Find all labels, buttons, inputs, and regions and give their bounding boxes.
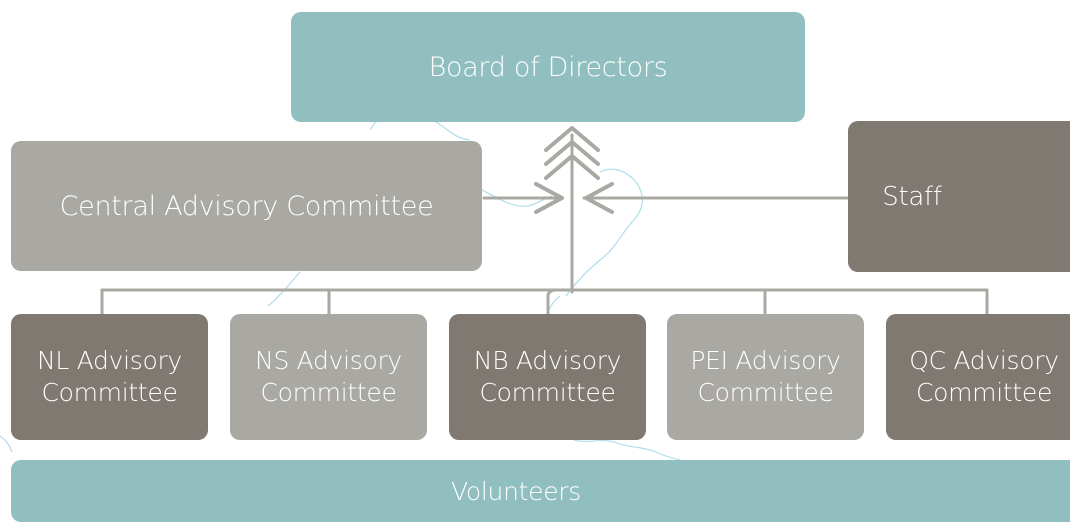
committee-line1: NL Advisory <box>37 346 182 375</box>
up-arrow-2 <box>544 140 600 166</box>
board-of-directors-box: Board of Directors <box>291 12 805 122</box>
left-arrow <box>584 182 614 214</box>
committee-line2: Committee <box>479 378 616 407</box>
committee-line1: QC Advisory <box>909 346 1059 375</box>
ns-advisory-committee-box: NS Advisory Committee <box>230 314 427 440</box>
volunteers-box: Volunteers <box>11 460 1070 522</box>
qc-advisory-committee-box: QC Advisory Committee <box>886 314 1070 440</box>
staff-label: Staff <box>882 181 942 212</box>
org-connectors <box>100 133 989 316</box>
committee-line2: Committee <box>915 378 1053 407</box>
committee-line2: Committee <box>260 378 397 407</box>
pei-advisory-committee-box: PEI Advisory Committee <box>667 314 864 440</box>
board-label: Board of Directors <box>428 51 668 83</box>
up-arrow-1 <box>544 126 600 152</box>
staff-box: Staff <box>848 121 1070 272</box>
central-label: Central Advisory Committee <box>59 190 434 222</box>
arrow-heads <box>534 126 614 214</box>
committee-line1: NB Advisory <box>473 346 622 375</box>
nl-advisory-committee-box: NL Advisory Committee <box>11 314 208 440</box>
committee-line2: Committee <box>697 378 834 407</box>
central-advisory-committee-box: Central Advisory Committee <box>11 141 482 271</box>
right-arrow <box>534 182 564 214</box>
committee-line1: PEI Advisory <box>690 346 841 375</box>
committee-line2: Committee <box>41 378 178 407</box>
volunteers-label: Volunteers <box>451 476 581 506</box>
nb-advisory-committee-box: NB Advisory Committee <box>449 314 646 440</box>
committee-line1: NS Advisory <box>255 346 402 375</box>
up-arrow-3 <box>544 154 600 180</box>
